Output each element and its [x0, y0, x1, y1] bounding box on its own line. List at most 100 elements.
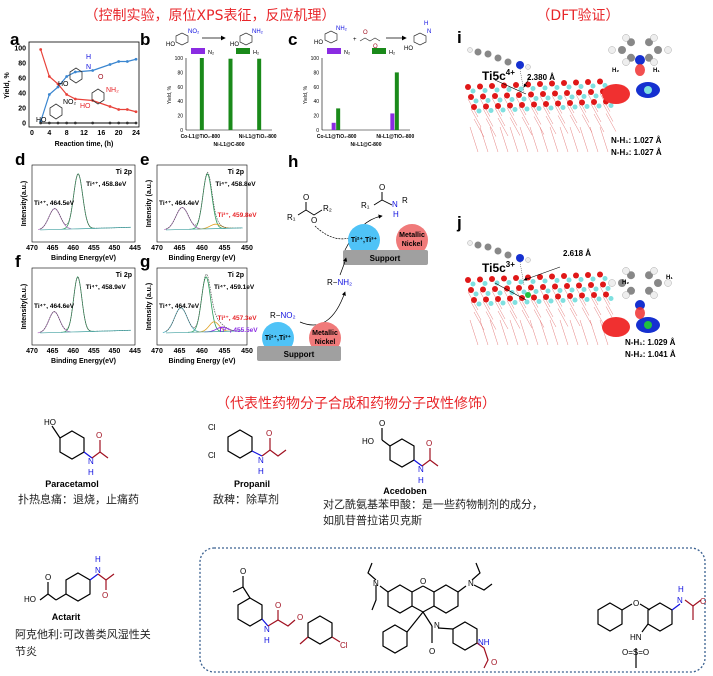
oxygen-atom [600, 281, 606, 288]
acedoben-h: H [418, 476, 424, 485]
carbon-atom [494, 247, 502, 255]
plot-frame [28, 41, 140, 128]
lattice-bond [518, 106, 530, 126]
propanil-description: 敌稗：除草剂 [213, 492, 279, 506]
lattice-bond [557, 115, 569, 134]
oxygen-atom [516, 285, 522, 291]
lattice-bond [599, 319, 609, 346]
inset-density-blob [635, 307, 645, 319]
y-axis-label: Yield, % [303, 85, 309, 104]
inset-density-blob [635, 64, 645, 76]
data-point-amine [125, 108, 129, 111]
y-tick-label: 80 [177, 70, 183, 76]
lattice-bond [554, 298, 566, 317]
bar-h2 [336, 108, 341, 130]
ti-label-lower: Ti²⁺,Ti³⁺ [265, 334, 291, 342]
nickel-upper [396, 224, 428, 256]
titanium-atom [524, 106, 530, 112]
titanium-atom [590, 83, 596, 89]
actarit-name: Actarit [52, 612, 81, 622]
carbon-atom [474, 241, 482, 249]
inset-carbon-atom [645, 53, 653, 62]
data-point-nitro [39, 121, 43, 125]
bar-n2 [390, 113, 395, 130]
panel-label-c: c [288, 30, 297, 49]
panel-label-b: b [140, 30, 150, 49]
inset-hydrogen-atom [622, 267, 630, 275]
titanium-atom [524, 299, 530, 305]
data-point-nitro [56, 121, 60, 125]
reduced-ti-atom [525, 292, 531, 298]
titanium-atom [593, 286, 599, 292]
paracetamol-name: Paracetamol [45, 479, 99, 489]
carbon-atom [474, 48, 482, 56]
data-point-nitro [125, 121, 129, 125]
actarit-h: H [95, 555, 101, 564]
inset-hydrogen-atom [608, 46, 616, 54]
titanium-atom [560, 298, 566, 303]
titanium-atom [542, 85, 548, 91]
data-point-acetamide [73, 70, 77, 74]
annot-acetamide-n: N [86, 64, 91, 71]
ti-site-upper [348, 224, 380, 256]
x-axis-label: Binding Energy (eV) [169, 358, 236, 365]
x-tick-label: 470 [151, 245, 163, 252]
titanium-atom [476, 301, 482, 307]
mod3-so2: O=S=O [622, 648, 649, 657]
titanium-atom [530, 279, 536, 284]
y-tick-label: 100 [14, 46, 26, 53]
y-tick-label: 40 [313, 99, 319, 105]
lattice-bond [545, 308, 557, 328]
nickel-label-lower-1: Metallic [312, 330, 338, 337]
lattice-bond [581, 114, 593, 133]
titanium-atom [518, 86, 524, 92]
oxygen-atom [543, 101, 549, 107]
inset-nitrogen-atom [635, 55, 645, 65]
series-line-acetamide [40, 58, 137, 122]
acedoben-ho: HO [362, 437, 374, 446]
x-tick-label: 450 [109, 245, 121, 252]
y-axis-label: Intensity (a.u.) [146, 180, 153, 227]
lattice-bond [589, 319, 599, 346]
oxygen-atom [555, 100, 561, 107]
c-plus: + [353, 37, 357, 43]
oxygen-atom [528, 91, 534, 98]
dft-j-h1: H₁ [666, 275, 673, 281]
c-reactant-ho: HO [314, 40, 323, 46]
c-reactant-nh2: NH₂ [336, 26, 348, 32]
hydrogen-atom [525, 64, 531, 70]
site-pointer [494, 79, 527, 95]
xps-title: Ti 2p [116, 272, 132, 279]
data-point-nitro [108, 121, 112, 125]
fitted-component [189, 173, 226, 230]
inset-carbon-atom [627, 38, 635, 47]
lattice-bond [479, 319, 489, 346]
site-pointer [494, 282, 527, 301]
hydrogen-atom [467, 240, 473, 246]
y-tick-label: 0 [22, 121, 26, 128]
peak-label: Ti⁴⁺, 464.5eV [34, 200, 75, 207]
fitted-component [37, 311, 71, 334]
mod2-n2: N [468, 579, 474, 588]
y-tick-label: 0 [316, 128, 319, 134]
lattice-bond [569, 126, 579, 153]
inset-hydrogen-atom [664, 46, 672, 54]
acedoben-description-2: 如肌苷普拉诺贝克斯 [323, 513, 422, 527]
propanil-cl1: Cl [208, 423, 216, 432]
oxygen-atom [552, 90, 558, 97]
oxygen-atom [516, 92, 522, 98]
nitrogen-atom [516, 61, 524, 69]
data-point-amine [56, 82, 60, 86]
data-point-acetamide [47, 93, 51, 96]
xps-background [40, 329, 131, 334]
lattice-bond [559, 126, 569, 153]
x-tick-label: 465 [174, 245, 186, 252]
x-tick-label: 470 [26, 245, 38, 252]
amide-r: R [402, 196, 408, 205]
data-point-amine [47, 75, 51, 78]
x-tick-label: 445 [129, 348, 141, 355]
oxygen-atom [564, 90, 570, 96]
